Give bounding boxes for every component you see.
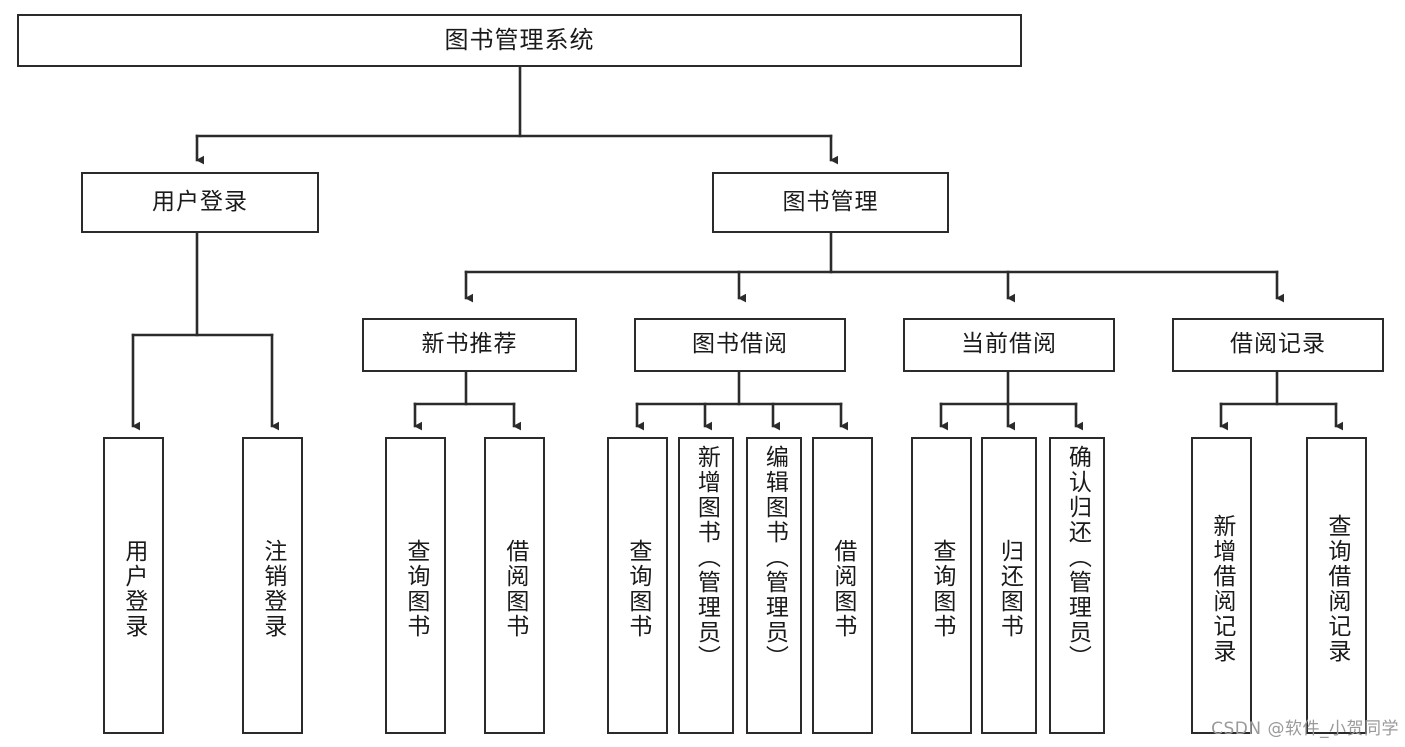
node-book-management[interactable]: 图书管理 xyxy=(712,172,949,233)
leaf-recommend-borrow-book[interactable]: 借阅图书 xyxy=(484,437,545,734)
node-book-borrow[interactable]: 图书借阅 xyxy=(634,318,846,372)
leaf-user-login-logout[interactable]: 注销登录 xyxy=(242,437,303,734)
node-user-login[interactable]: 用户登录 xyxy=(81,172,319,233)
leaf-borrow-borrow-book[interactable]: 借阅图书 xyxy=(812,437,873,734)
leaf-current-query-book[interactable]: 查询图书 xyxy=(911,437,972,734)
leaf-label: 查询借阅记录 xyxy=(1323,513,1350,664)
leaf-user-login-login[interactable]: 用户登录 xyxy=(103,437,164,734)
leaf-label: 注销登录 xyxy=(259,538,286,639)
leaf-recommend-query-book[interactable]: 查询图书 xyxy=(385,437,446,734)
leaf-label: 新增借阅记录 xyxy=(1208,513,1235,664)
leaf-record-query-record[interactable]: 查询借阅记录 xyxy=(1306,437,1367,734)
leaf-label: 查询图书 xyxy=(624,538,651,639)
leaf-label: 借阅图书 xyxy=(829,538,856,639)
leaf-record-add-record[interactable]: 新增借阅记录 xyxy=(1191,437,1252,734)
node-label: 图书管理 xyxy=(782,188,879,215)
leaf-borrow-edit-book-admin[interactable]: 编辑图书（管理员） xyxy=(746,437,802,734)
watermark: CSDN @软件_小贺同学 xyxy=(1211,719,1399,739)
leaf-label: 查询图书 xyxy=(928,538,955,639)
leaf-label: 查询图书 xyxy=(402,538,429,639)
leaf-borrow-query-book[interactable]: 查询图书 xyxy=(607,437,668,734)
leaf-label: 确认归还（管理员） xyxy=(1064,445,1091,670)
node-label: 图书借阅 xyxy=(692,331,788,358)
leaf-current-confirm-return-admin[interactable]: 确认归还（管理员） xyxy=(1049,437,1105,734)
node-label: 新书推荐 xyxy=(421,331,518,358)
leaf-label: 新增图书（管理员） xyxy=(693,445,720,670)
leaf-label: 归还图书 xyxy=(996,538,1023,639)
node-label: 用户登录 xyxy=(152,188,248,215)
node-current-borrow[interactable]: 当前借阅 xyxy=(903,318,1115,372)
leaf-label: 借阅图书 xyxy=(501,538,528,639)
node-new-book-recommend[interactable]: 新书推荐 xyxy=(362,318,577,372)
leaf-label: 编辑图书（管理员） xyxy=(761,445,788,670)
leaf-label: 用户登录 xyxy=(120,538,147,639)
node-label: 当前借阅 xyxy=(961,331,1057,358)
node-root-system[interactable]: 图书管理系统 xyxy=(17,14,1022,67)
leaf-current-return-book[interactable]: 归还图书 xyxy=(981,437,1037,734)
leaf-borrow-add-book-admin[interactable]: 新增图书（管理员） xyxy=(678,437,734,734)
node-borrow-record[interactable]: 借阅记录 xyxy=(1172,318,1384,372)
node-label: 图书管理系统 xyxy=(444,26,595,55)
node-label: 借阅记录 xyxy=(1230,331,1326,358)
